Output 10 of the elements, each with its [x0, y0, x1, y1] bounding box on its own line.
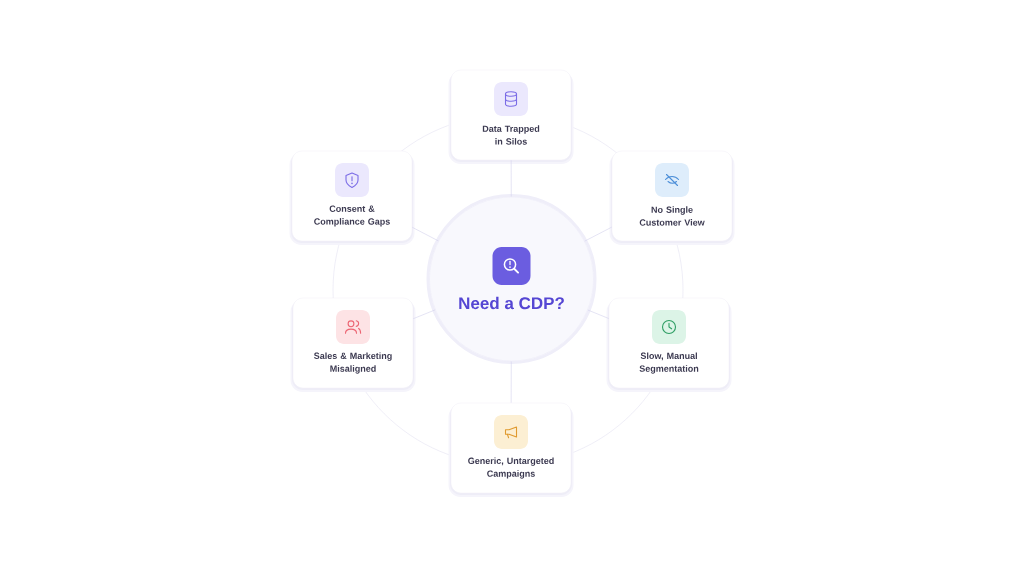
problem-card: Consent & Compliance Gaps	[289, 150, 415, 245]
problem-card: Slow, Manual Segmentation	[606, 297, 732, 392]
problem-card: Generic, Untargeted Campaigns	[448, 402, 574, 497]
connector-line	[584, 226, 613, 242]
connector-line	[411, 227, 439, 242]
problem-card: Data Trapped in Silos	[448, 69, 574, 164]
connector-line	[412, 309, 436, 319]
connector-line	[587, 309, 610, 319]
problem-card: Sales & Marketing Misaligned	[290, 297, 416, 392]
problem-card: No Single Customer View	[609, 150, 735, 245]
